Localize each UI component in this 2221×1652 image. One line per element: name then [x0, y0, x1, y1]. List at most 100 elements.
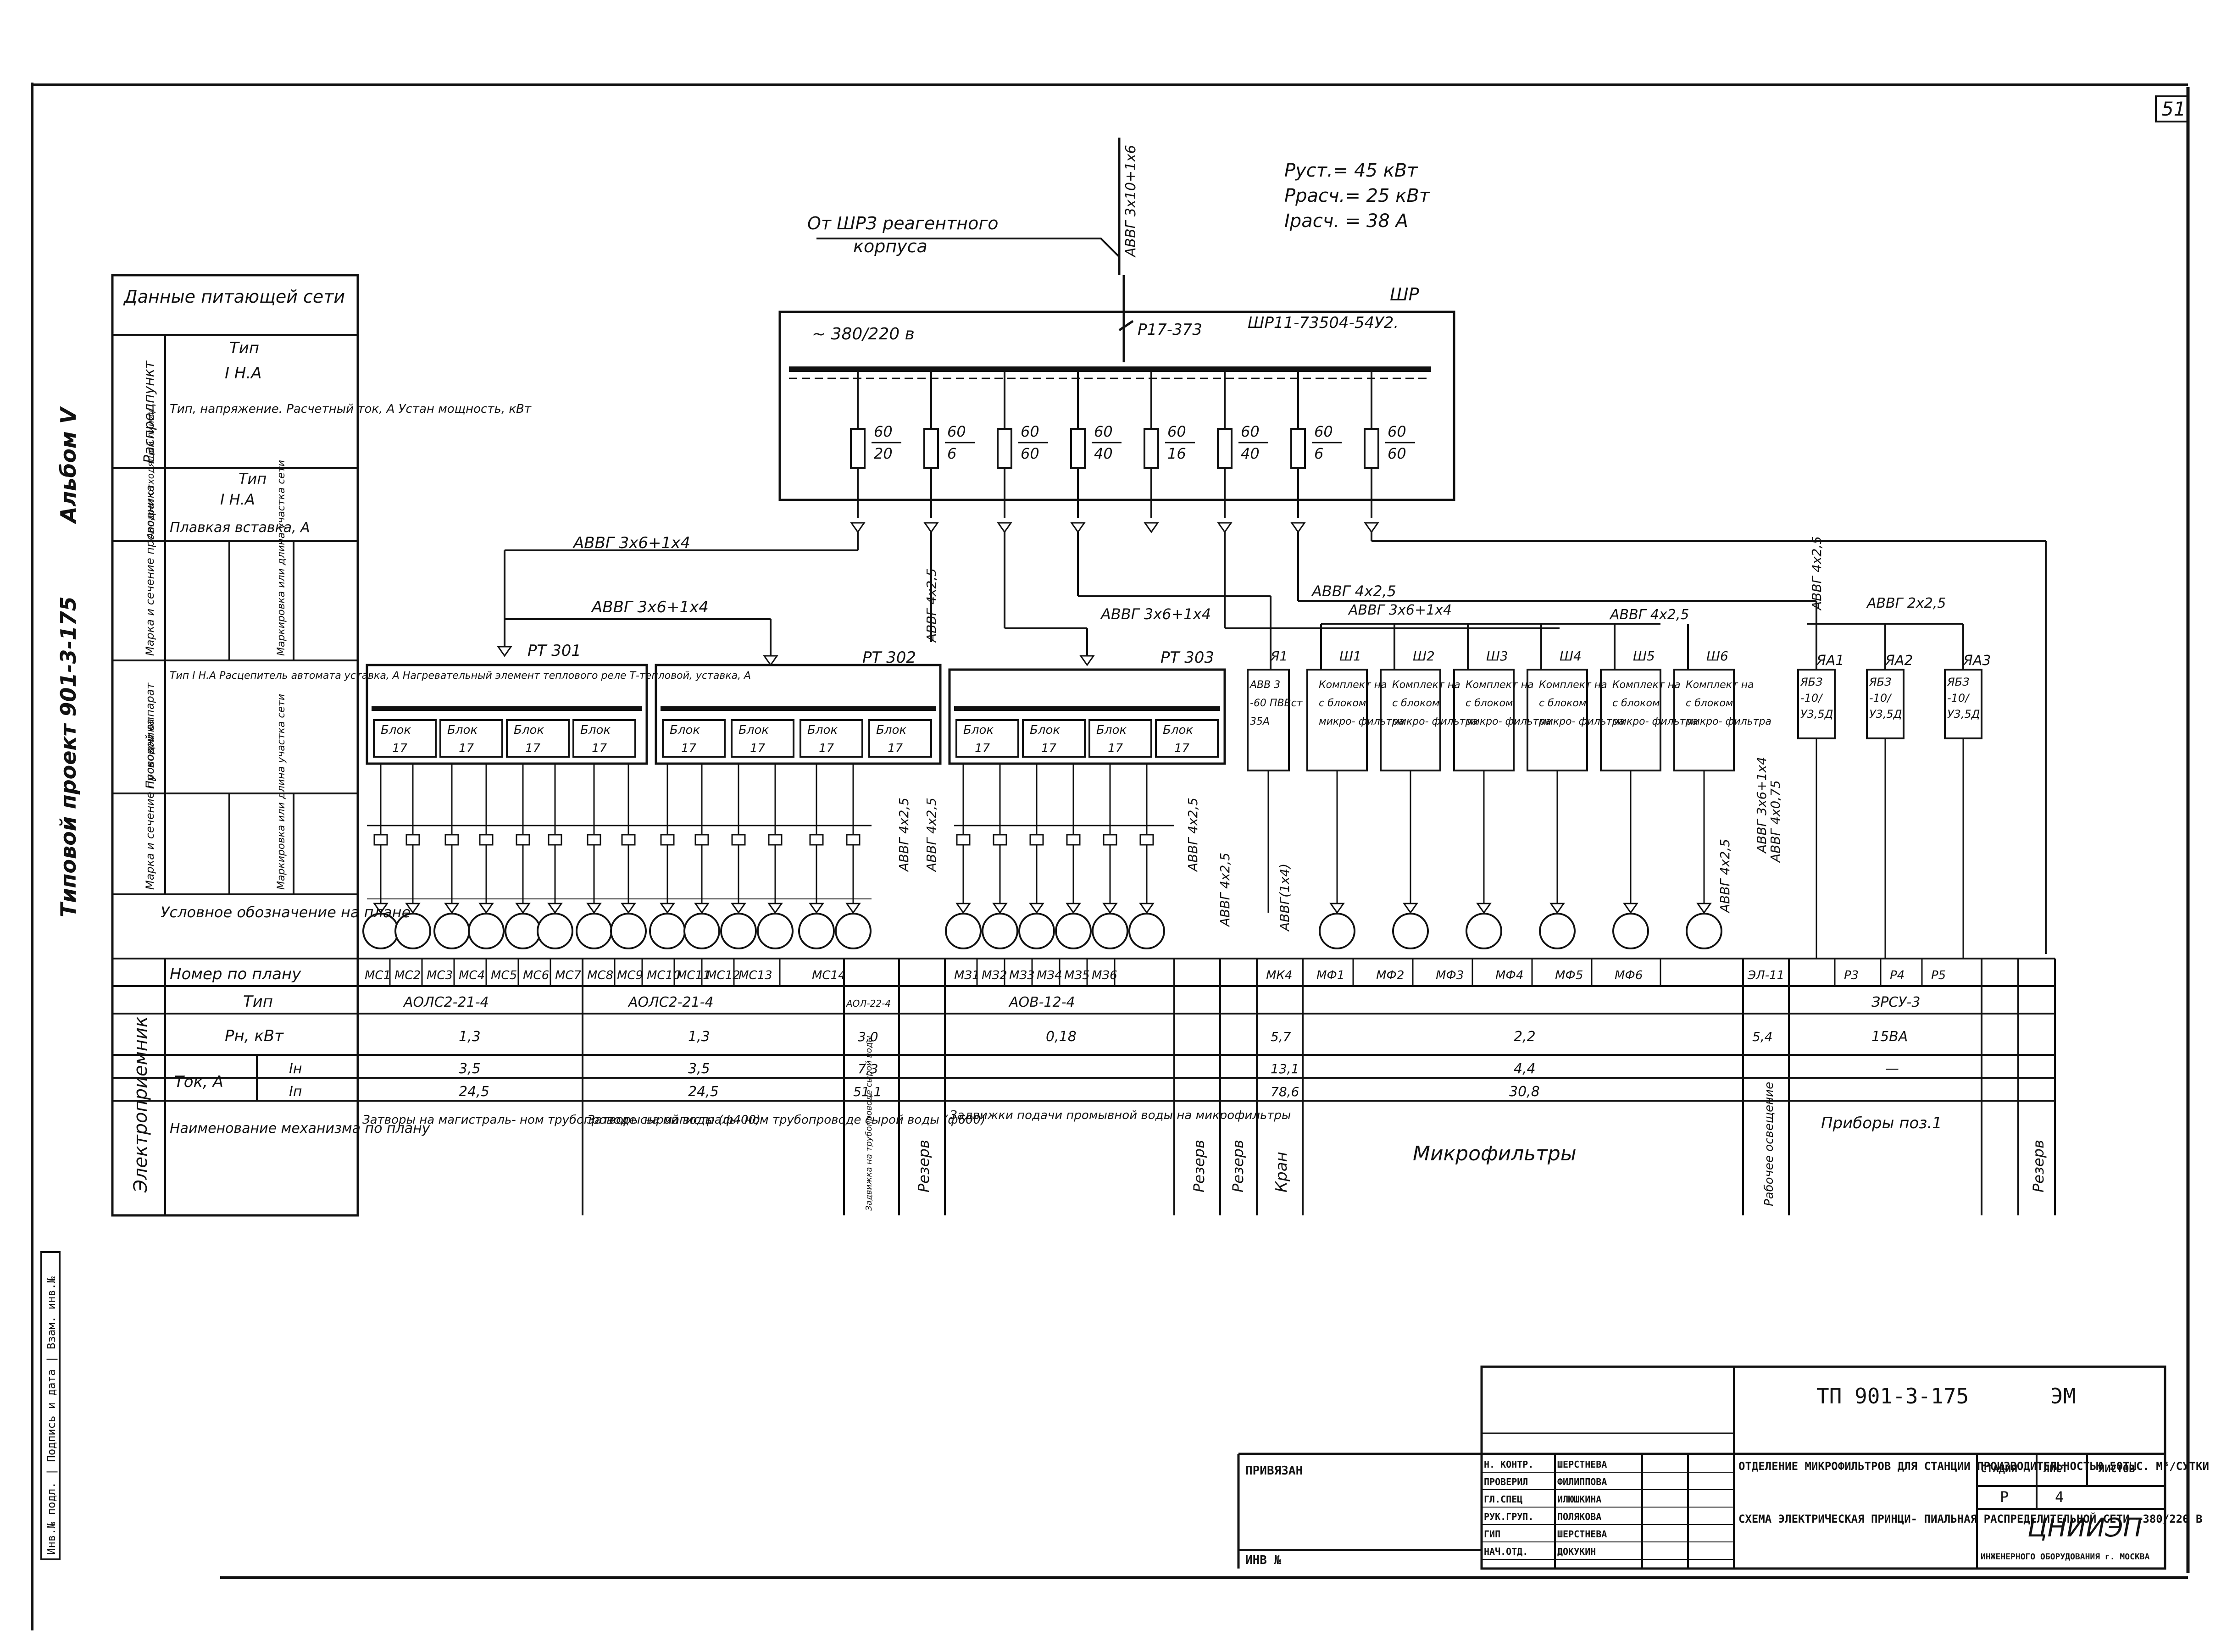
- g2-in: 3,5: [688, 1061, 710, 1077]
- block-number: 17: [1174, 742, 1190, 755]
- g8-type: ЗРСУ-3: [1871, 994, 1920, 1010]
- tb-inv: ИНВ №: [1245, 1553, 1282, 1567]
- cabinet-type: ШР11-73504-54У2.: [1248, 314, 1399, 332]
- reserve-4: Резерв: [2030, 1140, 2047, 1192]
- starter-15: [956, 834, 971, 846]
- block-label: Блок: [1030, 723, 1060, 737]
- cable-c5: АВВГ 3х6+1х4: [1348, 602, 1452, 618]
- device-text-7-c: микро- фильтра: [1686, 716, 1771, 727]
- plan-number-10: МС10: [647, 969, 681, 982]
- tb-mark: ЭМ: [2050, 1384, 2076, 1408]
- panel-arrow-2: [763, 655, 778, 666]
- device-text-4-b: с блоком: [1466, 698, 1513, 709]
- device-text-2: Комплект на: [1319, 679, 1387, 691]
- starter-8: [621, 834, 636, 846]
- motor-arrow-10: [694, 903, 710, 914]
- plan-number-23: МФ2: [1376, 969, 1404, 982]
- lt-r5-side: Пусковой аппарат: [144, 682, 156, 789]
- g5-ip: 78,6: [1271, 1084, 1299, 1099]
- motor-symbol-15: [945, 913, 982, 949]
- device-arrow-6: [1623, 903, 1638, 914]
- device-arrow-3: [1403, 903, 1418, 914]
- outgoing-arrow-1: [850, 522, 866, 533]
- lt-r2-side: Распредпункт: [141, 360, 157, 463]
- g2-pn: 1,3: [688, 1029, 710, 1045]
- cable-v1: АВВГ 4х2,5: [896, 798, 911, 872]
- block-2-3: [800, 719, 863, 758]
- lt-r7: Условное обозначение на плане: [161, 904, 411, 921]
- panel-name-1: РТ 301: [527, 642, 581, 660]
- lt-r2b: I Н.А: [225, 364, 261, 383]
- block-label: Блок: [1096, 723, 1127, 737]
- starter-3: [444, 834, 459, 846]
- motor-symbol-5: [505, 913, 541, 949]
- tb-role-3: ГЛ.СПЕЦ: [1484, 1494, 1522, 1505]
- block-2-4: [868, 719, 932, 758]
- fuse-rating-top-2: 60: [947, 423, 966, 440]
- cable-c8: АВВГ 2х2,5: [1866, 595, 1946, 611]
- block-label: Блок: [580, 723, 611, 737]
- tb-desc-2: СХЕМА ЭЛЕКТРИЧЕСКАЯ ПРИНЦИ- ПИАЛЬНАЯ РАС…: [1738, 1512, 2202, 1525]
- block-label: Блок: [963, 723, 994, 737]
- plan-number-26: МФ5: [1555, 969, 1583, 982]
- lt-r6-side: Марка и сечение проводника: [144, 719, 156, 890]
- starter-12: [768, 834, 783, 846]
- tb-privyazan: ПРИВЯЗАН: [1245, 1464, 1303, 1478]
- motor-arrow-8: [621, 903, 636, 914]
- microfilter-symbol-3: [1466, 913, 1502, 949]
- g1-pn: 1,3: [459, 1029, 481, 1045]
- plan-number-28: ЭЛ-11: [1747, 969, 1784, 982]
- device-text-1: АВВ 3: [1249, 679, 1280, 691]
- block-number: 17: [525, 742, 541, 755]
- starter-2: [405, 834, 420, 846]
- motor-arrow-2: [405, 903, 421, 914]
- tb-role-4: РУК.ГРУП.: [1484, 1511, 1533, 1522]
- bt-side-label: Электроприемник: [130, 1016, 151, 1193]
- g8-in: —: [1885, 1061, 1899, 1077]
- motor-symbol-11: [720, 913, 757, 949]
- light-tag-1: ЯА1: [1816, 653, 1844, 669]
- outgoing-arrow-2: [923, 522, 939, 533]
- microfilter-symbol-1: [1319, 913, 1355, 949]
- plan-number-2: МС2: [394, 969, 421, 982]
- fuse-rating-top-5: 60: [1167, 423, 1186, 440]
- device-arrow-7: [1696, 903, 1712, 914]
- motor-symbol-17: [1018, 913, 1055, 949]
- g4-name: Задвижки подачи промывной воды на микроф…: [949, 1109, 1291, 1122]
- panel-arrow-1: [497, 646, 512, 657]
- bt-h-tok: Ток, А: [174, 1073, 223, 1091]
- starter-10: [694, 834, 709, 846]
- tb-h-sheets: ЛИСТОВ: [2099, 1464, 2135, 1475]
- motor-symbol-6: [537, 913, 573, 949]
- light-text-2-b: -10/: [1869, 692, 1892, 704]
- tb-role-6: НАЧ.ОТД.: [1484, 1546, 1528, 1557]
- motor-arrow-19: [1102, 903, 1118, 914]
- motor-symbol-4: [468, 913, 505, 949]
- fuse-rating-top-4: 60: [1094, 423, 1113, 440]
- plan-number-18: МЗ4: [1037, 969, 1062, 982]
- plan-number-5: МС5: [491, 969, 517, 982]
- block-1-2: [439, 719, 503, 758]
- plan-number-16: МЗ2: [982, 969, 1007, 982]
- plan-number-15: МЗ1: [954, 969, 980, 982]
- block-number: 17: [392, 742, 408, 755]
- plan-number-29: Р3: [1844, 969, 1859, 982]
- reserve-2: Резерв: [1190, 1140, 1208, 1192]
- block-label: Блок: [447, 723, 478, 737]
- device-text-3: Комплект на: [1392, 679, 1460, 691]
- device-tag-5: Ш4: [1560, 649, 1582, 664]
- g3-name: Задвижка на трубопроводе сырой воды: [864, 1036, 874, 1211]
- starter-9: [660, 834, 675, 846]
- device-text-6-b: с блоком: [1612, 698, 1660, 709]
- cabinet-voltage: ~ 380/220 в: [812, 325, 915, 344]
- starter-11: [731, 834, 746, 846]
- cabinet-tag: ШР: [1390, 284, 1419, 305]
- fuse-4: [1070, 428, 1086, 469]
- cable-v4: АВВГ 4х2,5: [1217, 853, 1233, 927]
- lt-r1: Данные питающей сети: [123, 287, 345, 307]
- lt-r4-side: Марка и сечение проводника: [144, 485, 156, 656]
- fuse-rating-top-1: 60: [874, 423, 893, 440]
- reserve-1: Резерв: [915, 1140, 933, 1192]
- p-installed: Руст.= 45 кВт: [1284, 160, 1418, 181]
